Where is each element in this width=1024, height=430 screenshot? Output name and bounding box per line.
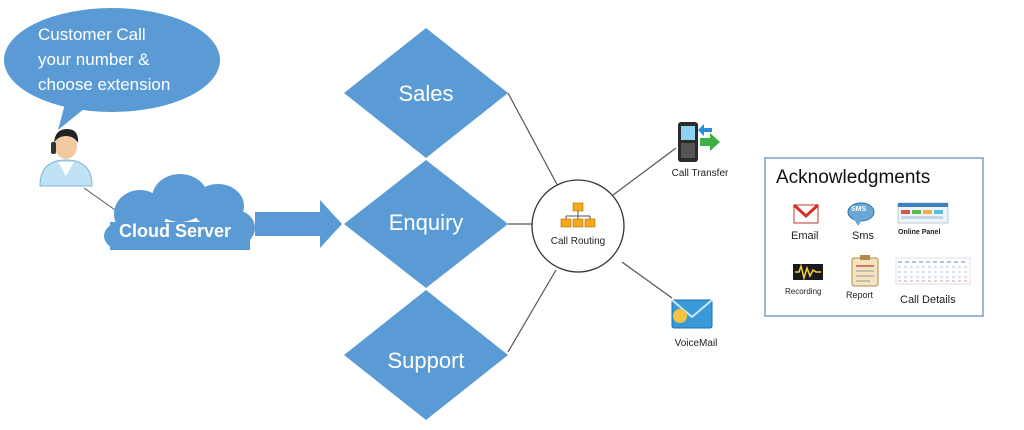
bubble-line-3: choose extension xyxy=(38,75,171,94)
voicemail-label: VoiceMail xyxy=(674,338,718,349)
acknowledgments-title: Acknowledgments xyxy=(776,167,931,188)
gmail-icon xyxy=(792,203,820,224)
line-router-transfer xyxy=(612,147,677,196)
waveform-icon xyxy=(793,263,823,281)
sms-bubble-icon xyxy=(847,202,875,226)
diamond-enquiry xyxy=(344,160,508,288)
sms-label: Sms xyxy=(852,230,874,242)
call-details-label: Call Details xyxy=(900,294,956,306)
sales-label: Sales xyxy=(398,81,454,106)
diamond-support xyxy=(344,290,508,420)
report-label: Report xyxy=(846,290,874,300)
clipboard-icon xyxy=(851,255,879,287)
cloud-server-shape xyxy=(104,174,255,250)
block-arrow xyxy=(255,200,342,248)
email-label: Email xyxy=(791,230,819,242)
dashboard-icon xyxy=(897,202,949,224)
person-phone-icon xyxy=(39,129,93,187)
line-sales-router xyxy=(507,92,561,191)
cloud-server-label: Cloud Server xyxy=(119,221,232,241)
diamond-sales xyxy=(344,28,508,158)
call-transfer-label: Call Transfer xyxy=(671,168,729,179)
speech-bubble xyxy=(4,8,220,130)
phone-transfer-icon xyxy=(678,122,720,162)
acknowledgments-box xyxy=(764,157,984,317)
line-support-router xyxy=(507,269,557,353)
call-routing-label: Call Routing xyxy=(550,236,606,247)
online-panel-label: Online Panel xyxy=(898,229,941,236)
speech-bubble-text: Customer Call your number & choose exten… xyxy=(38,22,170,97)
recording-label: Recording xyxy=(785,287,822,296)
sms-badge-text: SMS xyxy=(851,206,867,213)
enquiry-label: Enquiry xyxy=(388,210,464,235)
bubble-line-2: your number & xyxy=(38,50,150,69)
line-router-voicemail xyxy=(621,261,673,299)
support-label: Support xyxy=(387,348,465,373)
org-chart-icon xyxy=(560,202,596,228)
table-icon xyxy=(895,257,971,285)
bubble-line-1: Customer Call xyxy=(38,25,146,44)
line-customer-cloud xyxy=(83,187,119,213)
envelope-icon xyxy=(671,299,713,329)
